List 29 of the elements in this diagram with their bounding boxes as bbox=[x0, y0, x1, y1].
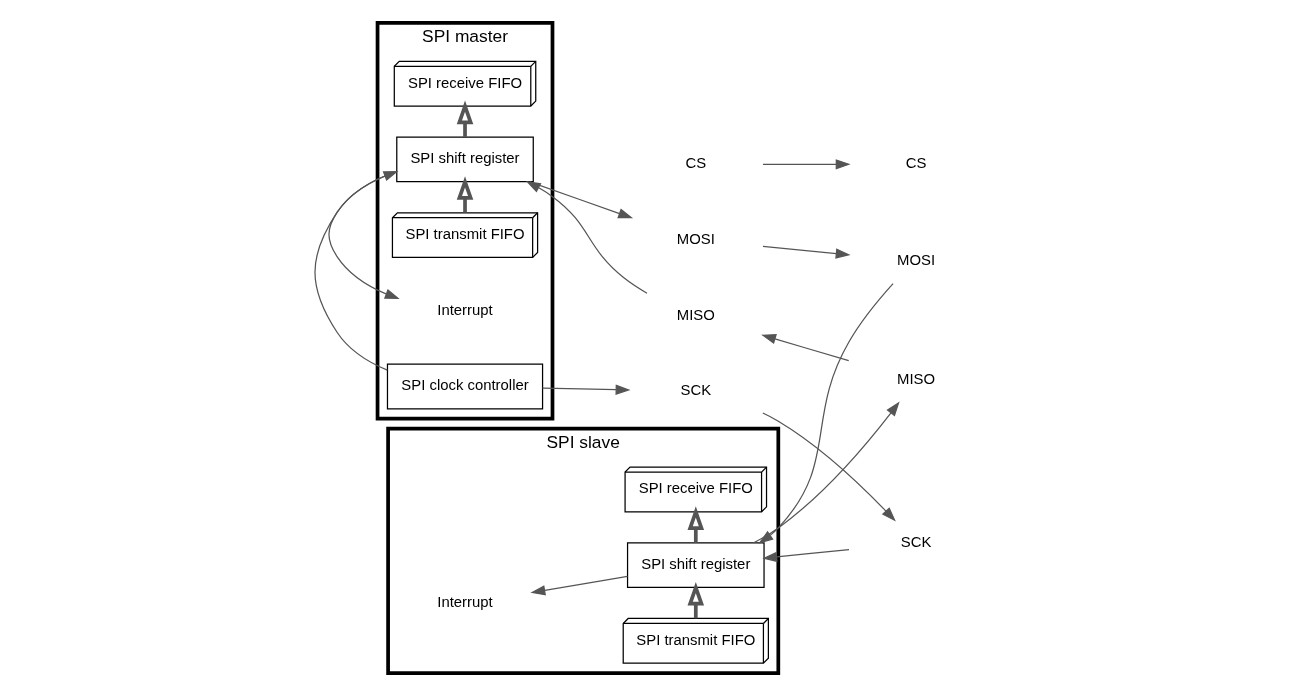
arrow bbox=[761, 333, 850, 362]
node-text: MISO bbox=[897, 371, 936, 388]
node-text: MOSI bbox=[897, 251, 936, 268]
node-text: Interrupt bbox=[437, 301, 493, 318]
arrow bbox=[530, 575, 629, 596]
arrow bbox=[762, 245, 851, 259]
arrow bbox=[762, 548, 850, 563]
arrow bbox=[529, 181, 634, 219]
arrow bbox=[758, 283, 894, 544]
node-text: CS bbox=[685, 155, 707, 172]
node-text: SCK bbox=[680, 382, 712, 399]
node-text: Interrupt bbox=[437, 594, 493, 611]
node-text: SCK bbox=[900, 533, 932, 550]
arrow bbox=[541, 384, 631, 395]
arrow bbox=[314, 170, 399, 371]
arrow bbox=[456, 176, 474, 213]
node-box: SPI shift register bbox=[396, 136, 534, 183]
arrow bbox=[687, 506, 705, 543]
arrow bbox=[525, 180, 648, 294]
node-box: SPI shift register bbox=[626, 542, 765, 589]
node-box: SPI clock controller bbox=[386, 363, 544, 410]
arrow bbox=[328, 171, 400, 300]
node-text: CS bbox=[905, 155, 927, 172]
arrow bbox=[762, 412, 896, 522]
arrow bbox=[762, 159, 851, 170]
arrow bbox=[456, 100, 474, 137]
node-text: MISO bbox=[676, 306, 715, 323]
arrow bbox=[753, 401, 900, 544]
node-text: MOSI bbox=[676, 230, 715, 247]
